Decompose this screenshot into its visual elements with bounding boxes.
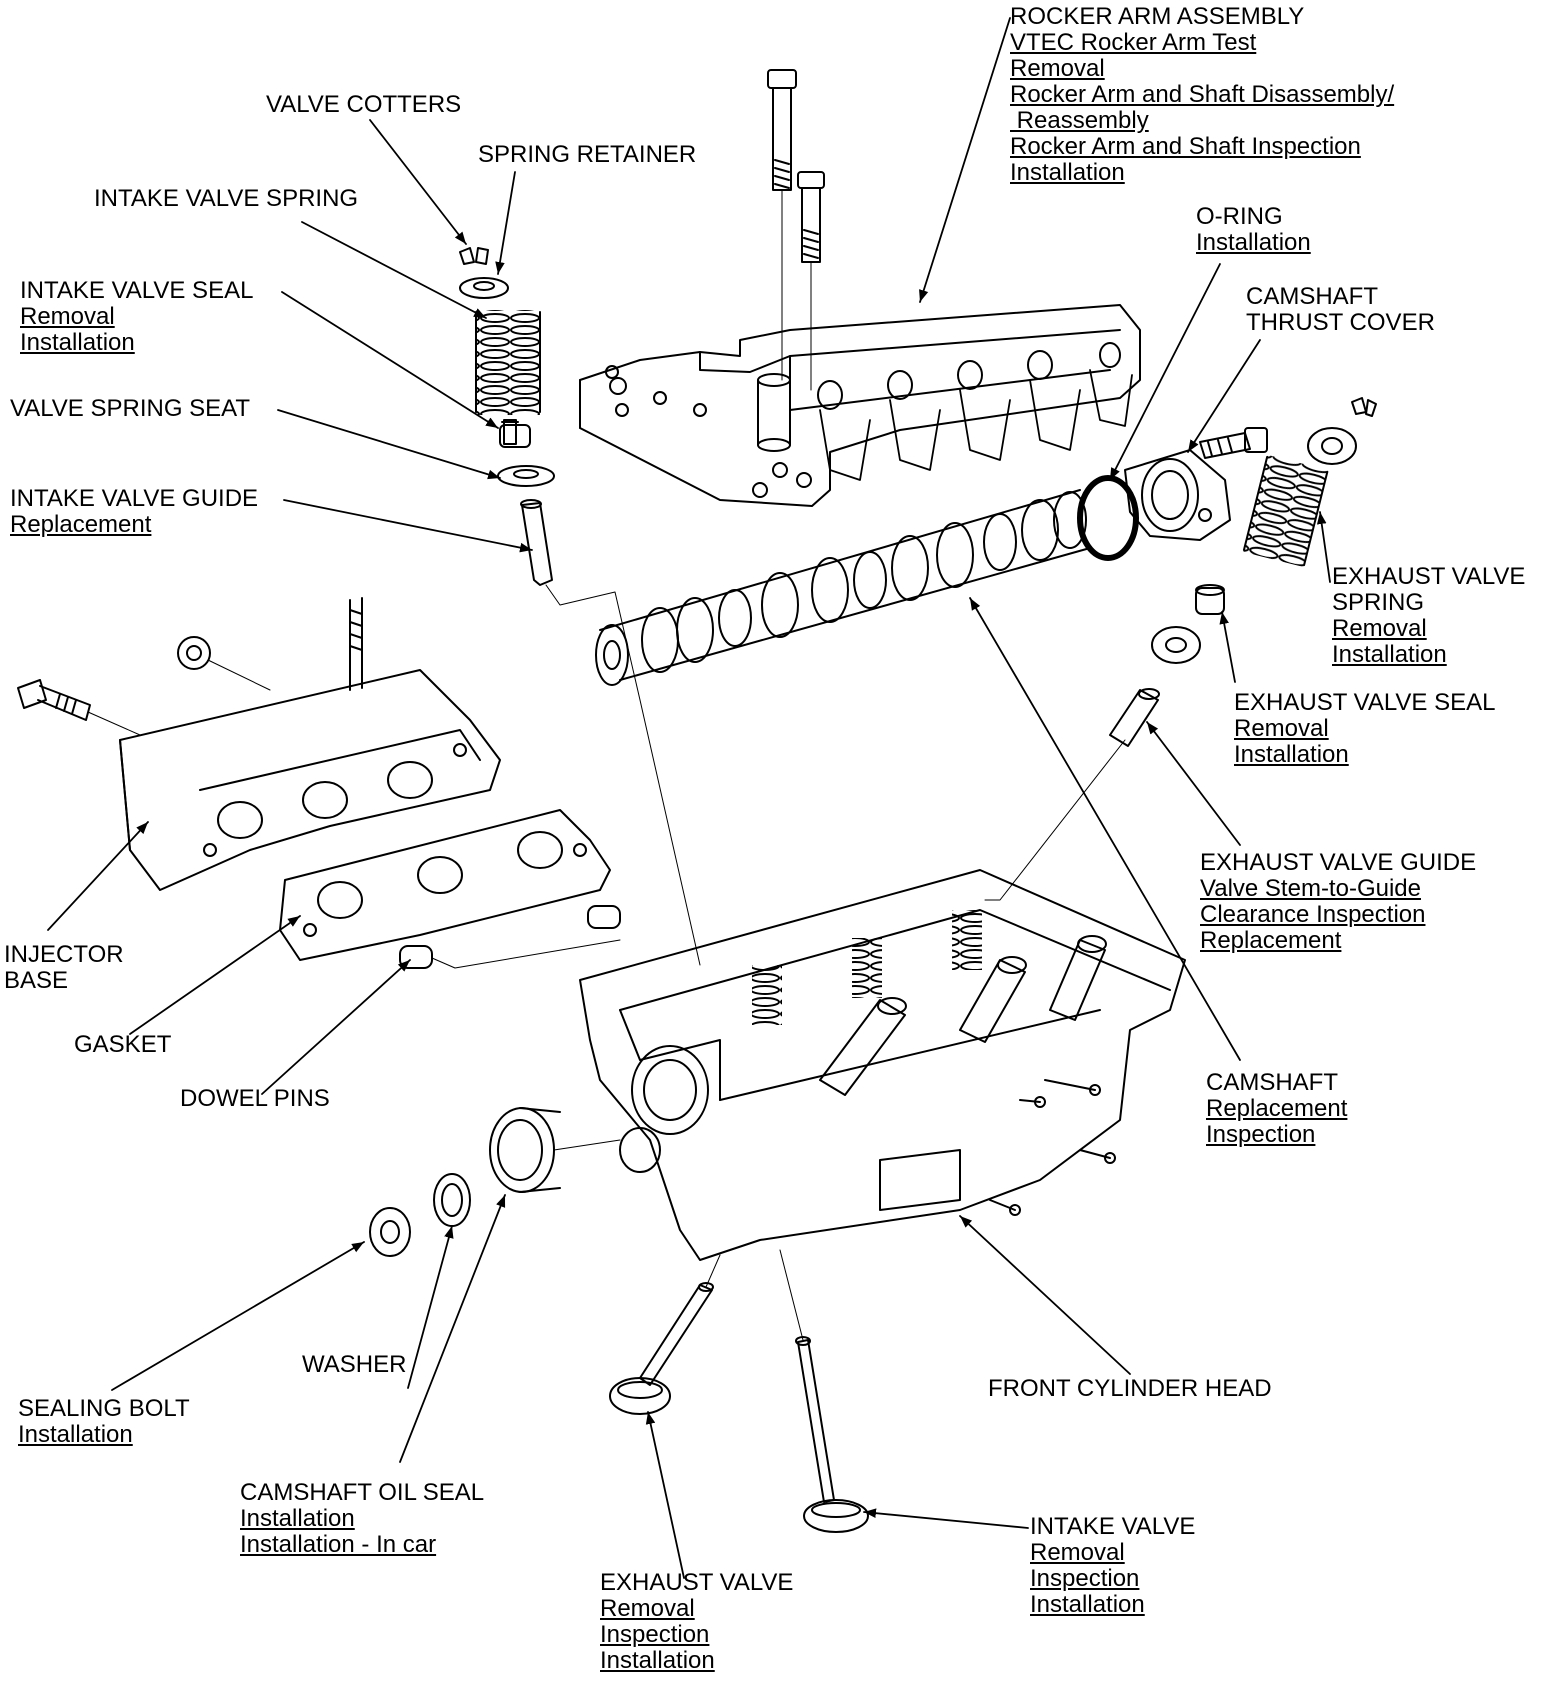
gasket bbox=[279, 809, 611, 961]
label-title: ROCKER ARM ASSEMBLY bbox=[1010, 3, 1305, 30]
label-title: CAMSHAFT bbox=[1246, 283, 1378, 310]
link-rocker-installation[interactable]: Installation bbox=[1010, 159, 1125, 186]
label-title: VALVE COTTERS bbox=[266, 91, 462, 118]
label-title: SEALING BOLT bbox=[18, 1395, 190, 1422]
dowel-pins bbox=[399, 905, 621, 969]
link-oil-seal-installation-in-car[interactable]: Installation - In car bbox=[240, 1531, 437, 1558]
label-rocker-arm-assembly: ROCKER ARM ASSEMBLY VTEC Rocker Arm Test… bbox=[1010, 4, 1394, 186]
exhaust-valve-train bbox=[984, 397, 1377, 901]
label-title: VALVE SPRING SEAT bbox=[10, 395, 251, 422]
link-rocker-removal[interactable]: Removal bbox=[1010, 55, 1105, 82]
label-title-2: BASE bbox=[4, 967, 69, 994]
link-exhaust-valve-inspection[interactable]: Inspection bbox=[600, 1621, 710, 1648]
link-rocker-inspection[interactable]: Rocker Arm and Shaft Inspection bbox=[1010, 133, 1361, 160]
label-title: EXHAUST VALVE SEAL bbox=[1234, 689, 1496, 716]
label-title-2: THRUST COVER bbox=[1246, 309, 1435, 336]
label-title: WASHER bbox=[302, 1351, 407, 1378]
leader-lines bbox=[47, 17, 1331, 1579]
label-sealing-bolt: SEALING BOLT Installation bbox=[18, 1396, 190, 1448]
link-intake-guide-replacement[interactable]: Replacement bbox=[10, 511, 152, 538]
link-rocker-disassembly[interactable]: Rocker Arm and Shaft Disassembly/ bbox=[1010, 81, 1395, 108]
label-camshaft-thrust-cover: CAMSHAFT THRUST COVER bbox=[1246, 284, 1435, 336]
link-intake-valve-inspection[interactable]: Inspection bbox=[1030, 1565, 1140, 1592]
intake-valve bbox=[779, 1249, 869, 1533]
label-injector-base: INJECTOR BASE bbox=[4, 942, 124, 994]
label-exhaust-valve-guide: EXHAUST VALVE GUIDE Valve Stem-to-Guide … bbox=[1200, 850, 1476, 954]
label-title: FRONT CYLINDER HEAD bbox=[988, 1375, 1272, 1402]
link-intake-valve-installation[interactable]: Installation bbox=[1030, 1591, 1145, 1618]
label-title-2: SPRING bbox=[1332, 589, 1425, 616]
label-exhaust-valve-spring: EXHAUST VALVE SPRING Removal Installatio… bbox=[1332, 564, 1525, 668]
front-seals bbox=[369, 1107, 621, 1257]
link-camshaft-replacement[interactable]: Replacement bbox=[1206, 1095, 1348, 1122]
label-title: DOWEL PINS bbox=[180, 1085, 330, 1112]
link-exhaust-seal-installation[interactable]: Installation bbox=[1234, 741, 1349, 768]
label-title: SPRING RETAINER bbox=[478, 141, 697, 168]
label-title: INTAKE VALVE SPRING bbox=[94, 185, 359, 212]
link-vtec-rocker-arm-test[interactable]: VTEC Rocker Arm Test bbox=[1010, 29, 1257, 56]
label-camshaft: CAMSHAFT Replacement Inspection bbox=[1206, 1070, 1347, 1148]
label-title: O-RING bbox=[1196, 203, 1283, 230]
label-intake-valve-spring: INTAKE VALVE SPRING bbox=[94, 186, 358, 212]
label-title: CAMSHAFT OIL SEAL bbox=[240, 1479, 485, 1506]
link-exhaust-guide-stem-to-guide[interactable]: Valve Stem-to-Guide bbox=[1200, 875, 1421, 902]
label-dowel-pins: DOWEL PINS bbox=[180, 1086, 330, 1112]
link-intake-seal-removal[interactable]: Removal bbox=[20, 303, 115, 330]
label-title: EXHAUST VALVE bbox=[1332, 563, 1526, 590]
label-title: EXHAUST VALVE bbox=[600, 1569, 794, 1596]
intake-valve-train bbox=[459, 247, 701, 966]
link-intake-valve-removal[interactable]: Removal bbox=[1030, 1539, 1125, 1566]
label-washer: WASHER bbox=[302, 1352, 406, 1378]
camshaft bbox=[595, 489, 1091, 686]
label-o-ring: O-RING Installation bbox=[1196, 204, 1311, 256]
label-spring-retainer: SPRING RETAINER bbox=[478, 142, 696, 168]
link-exhaust-valve-installation[interactable]: Installation bbox=[600, 1647, 715, 1674]
label-front-cylinder-head: FRONT CYLINDER HEAD bbox=[988, 1376, 1272, 1402]
rocker-arm-assembly bbox=[579, 304, 1141, 507]
label-intake-valve: INTAKE VALVE Removal Inspection Installa… bbox=[1030, 1514, 1195, 1618]
injector-base bbox=[17, 597, 501, 891]
link-exhaust-seal-removal[interactable]: Removal bbox=[1234, 715, 1329, 742]
label-title: CAMSHAFT bbox=[1206, 1069, 1338, 1096]
link-oil-seal-installation[interactable]: Installation bbox=[240, 1505, 355, 1532]
label-valve-cotters: VALVE COTTERS bbox=[266, 92, 461, 118]
label-gasket: GASKET bbox=[74, 1032, 171, 1058]
link-exhaust-guide-clearance[interactable]: Clearance Inspection bbox=[1200, 901, 1426, 928]
label-title: INTAKE VALVE SEAL bbox=[20, 277, 254, 304]
label-title: INTAKE VALVE GUIDE bbox=[10, 485, 259, 512]
label-title: GASKET bbox=[74, 1031, 172, 1058]
link-rocker-reassembly[interactable]: Reassembly bbox=[1010, 107, 1149, 134]
link-o-ring-installation[interactable]: Installation bbox=[1196, 229, 1311, 256]
label-title: EXHAUST VALVE GUIDE bbox=[1200, 849, 1477, 876]
label-exhaust-valve: EXHAUST VALVE Removal Inspection Install… bbox=[600, 1570, 793, 1674]
label-title: INJECTOR bbox=[4, 941, 124, 968]
label-valve-spring-seat: VALVE SPRING SEAT bbox=[10, 396, 250, 422]
exhaust-valve bbox=[609, 1254, 721, 1415]
label-title: INTAKE VALVE bbox=[1030, 1513, 1196, 1540]
label-intake-valve-guide: INTAKE VALVE GUIDE Replacement bbox=[10, 486, 258, 538]
label-intake-valve-seal: INTAKE VALVE SEAL Removal Installation bbox=[20, 278, 253, 356]
label-camshaft-oil-seal: CAMSHAFT OIL SEAL Installation Installat… bbox=[240, 1480, 484, 1558]
camshaft-thrust-cover bbox=[1124, 427, 1268, 541]
link-camshaft-inspection[interactable]: Inspection bbox=[1206, 1121, 1316, 1148]
link-exhaust-valve-removal[interactable]: Removal bbox=[600, 1595, 695, 1622]
link-exhaust-spring-removal[interactable]: Removal bbox=[1332, 615, 1427, 642]
link-sealing-bolt-installation[interactable]: Installation bbox=[18, 1421, 133, 1448]
front-cylinder-head bbox=[579, 869, 1186, 1261]
label-exhaust-valve-seal: EXHAUST VALVE SEAL Removal Installation bbox=[1234, 690, 1495, 768]
link-intake-seal-installation[interactable]: Installation bbox=[20, 329, 135, 356]
link-exhaust-guide-replacement[interactable]: Replacement bbox=[1200, 927, 1342, 954]
rocker-bolts bbox=[767, 69, 825, 391]
link-exhaust-spring-installation[interactable]: Installation bbox=[1332, 641, 1447, 668]
